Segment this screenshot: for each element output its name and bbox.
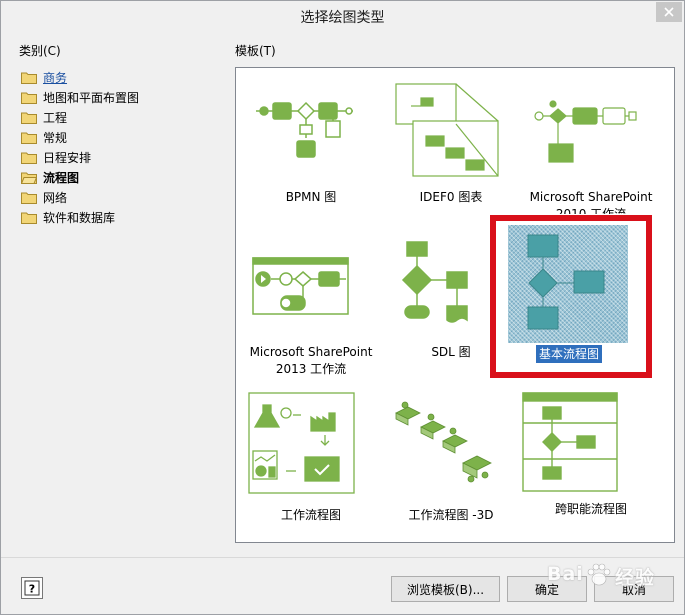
- category-item-label: 流程图: [43, 170, 80, 185]
- category-item-general[interactable]: 常规: [19, 127, 219, 147]
- template-bpmn[interactable]: BPMN 图: [241, 76, 381, 211]
- category-item-schedule[interactable]: 日程安排: [19, 147, 219, 167]
- folder-icon: [21, 92, 37, 104]
- template-sharepoint-2010[interactable]: Microsoft SharePoint 2010 工作流: [521, 76, 661, 224]
- template-sharepoint-2013[interactable]: Microsoft SharePoint 2013 工作流: [241, 234, 381, 382]
- template-idef0[interactable]: IDEF0 图表: [381, 76, 521, 211]
- footer-divider: [1, 557, 684, 558]
- basic-flowchart-thumbnail[interactable]: [508, 225, 628, 343]
- category-item-label: 软件和数据库: [43, 210, 116, 225]
- sharepoint-2013-workflow-icon: [252, 257, 349, 315]
- dialog-title: 选择绘图类型: [300, 10, 385, 26]
- category-item-maps[interactable]: 地图和平面布置图: [19, 87, 219, 107]
- cross-functional-flowchart-icon: [522, 392, 618, 492]
- selected-template-caption: 基本流程图: [536, 345, 603, 363]
- template-caption: 跨职能流程图: [554, 502, 627, 516]
- help-button[interactable]: ?: [21, 577, 43, 599]
- template-caption: IDEF0 图表: [419, 190, 483, 204]
- template-gallery: BPMN 图 IDEF0 图表: [235, 67, 675, 543]
- help-icon: ?: [24, 580, 40, 596]
- category-list: 商务 地图和平面布置图 工程 常规 日程安排 流程图 网络 软件和数据库: [19, 67, 219, 227]
- template-sdl[interactable]: SDL 图: [381, 234, 521, 382]
- work-flow-3d-icon: [395, 401, 492, 483]
- close-icon: [664, 7, 674, 17]
- template-caption-line1: Microsoft SharePoint: [249, 345, 373, 359]
- close-button[interactable]: [656, 2, 682, 22]
- category-item-flowchart[interactable]: 流程图: [19, 167, 219, 187]
- sdl-diagram-icon: [401, 241, 468, 323]
- folder-icon: [21, 112, 37, 124]
- category-item-label: 常规: [43, 130, 68, 145]
- category-item-label: 地图和平面布置图: [43, 90, 140, 105]
- bpmn-diagram-icon: [256, 101, 353, 158]
- folder-icon: [21, 132, 37, 144]
- category-item-label: 网络: [43, 190, 68, 205]
- category-item-label: 商务: [43, 70, 68, 85]
- folder-icon: [21, 212, 37, 224]
- template-caption-line2: 2010 工作流: [555, 207, 627, 214]
- svg-text:?: ?: [29, 583, 35, 596]
- category-item-engineering[interactable]: 工程: [19, 107, 219, 127]
- ok-button[interactable]: 确定: [507, 576, 587, 602]
- template-caption: 工作流程图: [280, 508, 341, 522]
- template-caption: SDL 图: [431, 345, 471, 359]
- category-item-software-database[interactable]: 软件和数据库: [19, 207, 219, 227]
- folder-icon: [21, 192, 37, 204]
- template-cross-functional[interactable]: 跨职能流程图: [521, 391, 661, 531]
- template-work-flow-3d[interactable]: 工作流程图 -3D: [381, 391, 521, 531]
- cancel-button[interactable]: 取消: [594, 576, 674, 602]
- title-bar: 选择绘图类型: [1, 1, 684, 32]
- template-caption-line1: Microsoft SharePoint: [529, 190, 653, 204]
- folder-open-icon: [21, 172, 37, 184]
- idef0-diagram-icon: [395, 83, 499, 177]
- category-label: 类别(C): [19, 44, 61, 58]
- browse-templates-button[interactable]: 浏览模板(B)...: [391, 576, 500, 602]
- folder-icon: [21, 72, 37, 84]
- sharepoint-2010-workflow-icon: [534, 100, 637, 163]
- basic-flowchart-icon: [527, 234, 605, 330]
- category-item-label: 日程安排: [43, 150, 92, 165]
- category-item-network[interactable]: 网络: [19, 187, 219, 207]
- template-work-flow[interactable]: 工作流程图: [241, 391, 381, 531]
- template-caption: BPMN 图: [285, 190, 337, 204]
- category-item-business[interactable]: 商务: [19, 67, 219, 87]
- folder-icon: [21, 152, 37, 164]
- template-label: 模板(T): [235, 44, 276, 58]
- work-flow-diagram-icon: [248, 392, 355, 494]
- template-caption: 工作流程图 -3D: [408, 508, 494, 522]
- category-item-label: 工程: [43, 110, 68, 125]
- template-caption-line2: 2013 工作流: [275, 362, 347, 376]
